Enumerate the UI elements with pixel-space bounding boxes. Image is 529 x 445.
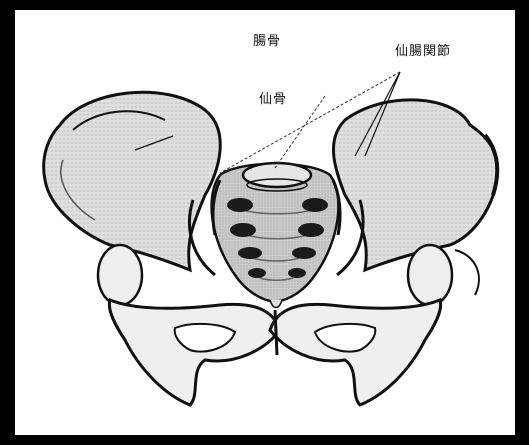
left-pubis (109, 300, 280, 405)
sacral-foramen (292, 247, 316, 259)
sacral-foramen (230, 223, 256, 237)
sacral-foramen (248, 268, 266, 278)
label-sacroiliac-joint: 仙腸関節 (395, 40, 451, 59)
pelvis-illustration (15, 10, 515, 435)
label-sacrum: 仙骨 (259, 88, 287, 107)
left-acetabulum (98, 245, 142, 305)
sacral-foramen (227, 198, 253, 212)
sacral-foramen (302, 198, 328, 212)
sacral-foramen (298, 223, 324, 237)
right-acetabulum (408, 245, 452, 305)
sacral-foramen (288, 268, 306, 278)
right-pubis (270, 300, 441, 405)
label-ilium: 腸骨 (253, 30, 281, 49)
sacral-foramen (238, 247, 262, 259)
figure-frame: 腸骨 仙骨 仙腸関節 (15, 10, 515, 435)
